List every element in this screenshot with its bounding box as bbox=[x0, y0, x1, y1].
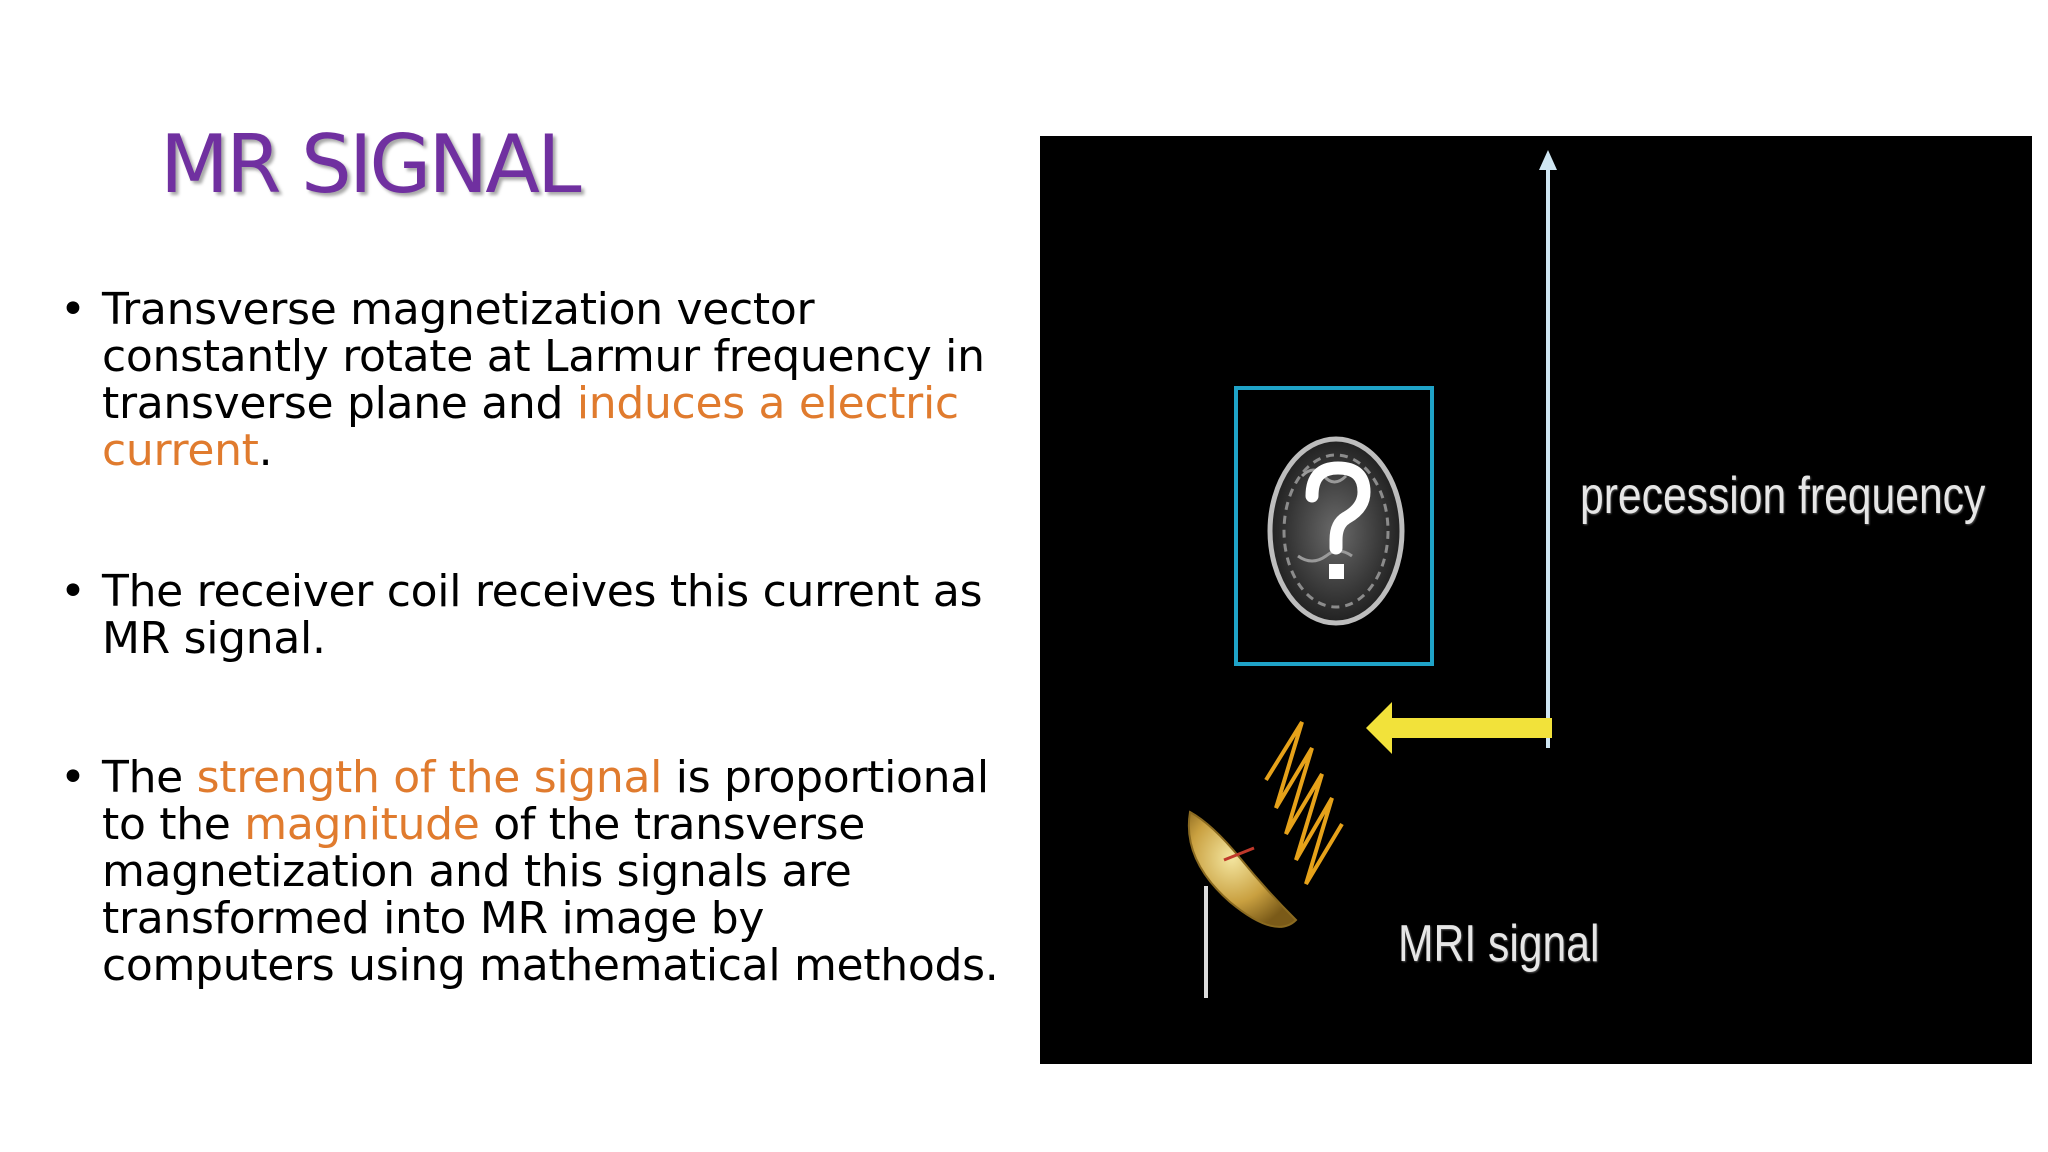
arrow-left-icon bbox=[1366, 702, 1552, 754]
bullet-item: Transverse magnetization vector constant… bbox=[60, 286, 1000, 474]
satellite-dish-icon bbox=[1187, 810, 1298, 998]
mri-signal-figure: precession frequency MRI signal bbox=[1040, 136, 2032, 1064]
bullet-text: The receiver coil receives this current … bbox=[102, 566, 983, 664]
bullet-item: The receiver coil receives this current … bbox=[60, 568, 1000, 662]
bullet-highlight: induces a electric current bbox=[102, 378, 959, 476]
signal-wave-icon bbox=[1264, 720, 1344, 886]
bullet-text: Transverse magnetization vector constant… bbox=[102, 284, 985, 429]
mri-signal-label: MRI signal bbox=[1398, 915, 1600, 973]
bullet-text: . bbox=[258, 425, 273, 476]
bullet-item: The strength of the signal is proportion… bbox=[60, 754, 1000, 989]
precession-frequency-label: precession frequency bbox=[1580, 467, 1986, 525]
figure-illustration bbox=[1187, 150, 1557, 998]
question-mark-icon bbox=[1305, 461, 1371, 579]
arrow-up-icon bbox=[1539, 150, 1557, 748]
bullet-highlight: magnitude bbox=[244, 799, 480, 850]
bullet-text: is proportional to the bbox=[102, 752, 989, 850]
bullet-highlight: strength of the signal bbox=[196, 752, 663, 803]
slide-title: MR SIGNAL bbox=[160, 118, 582, 211]
bullet-text: of the transverse magnetization and this… bbox=[102, 799, 999, 991]
bullet-text: The bbox=[102, 752, 197, 803]
bullet-list: Transverse magnetization vector constant… bbox=[60, 286, 1000, 989]
